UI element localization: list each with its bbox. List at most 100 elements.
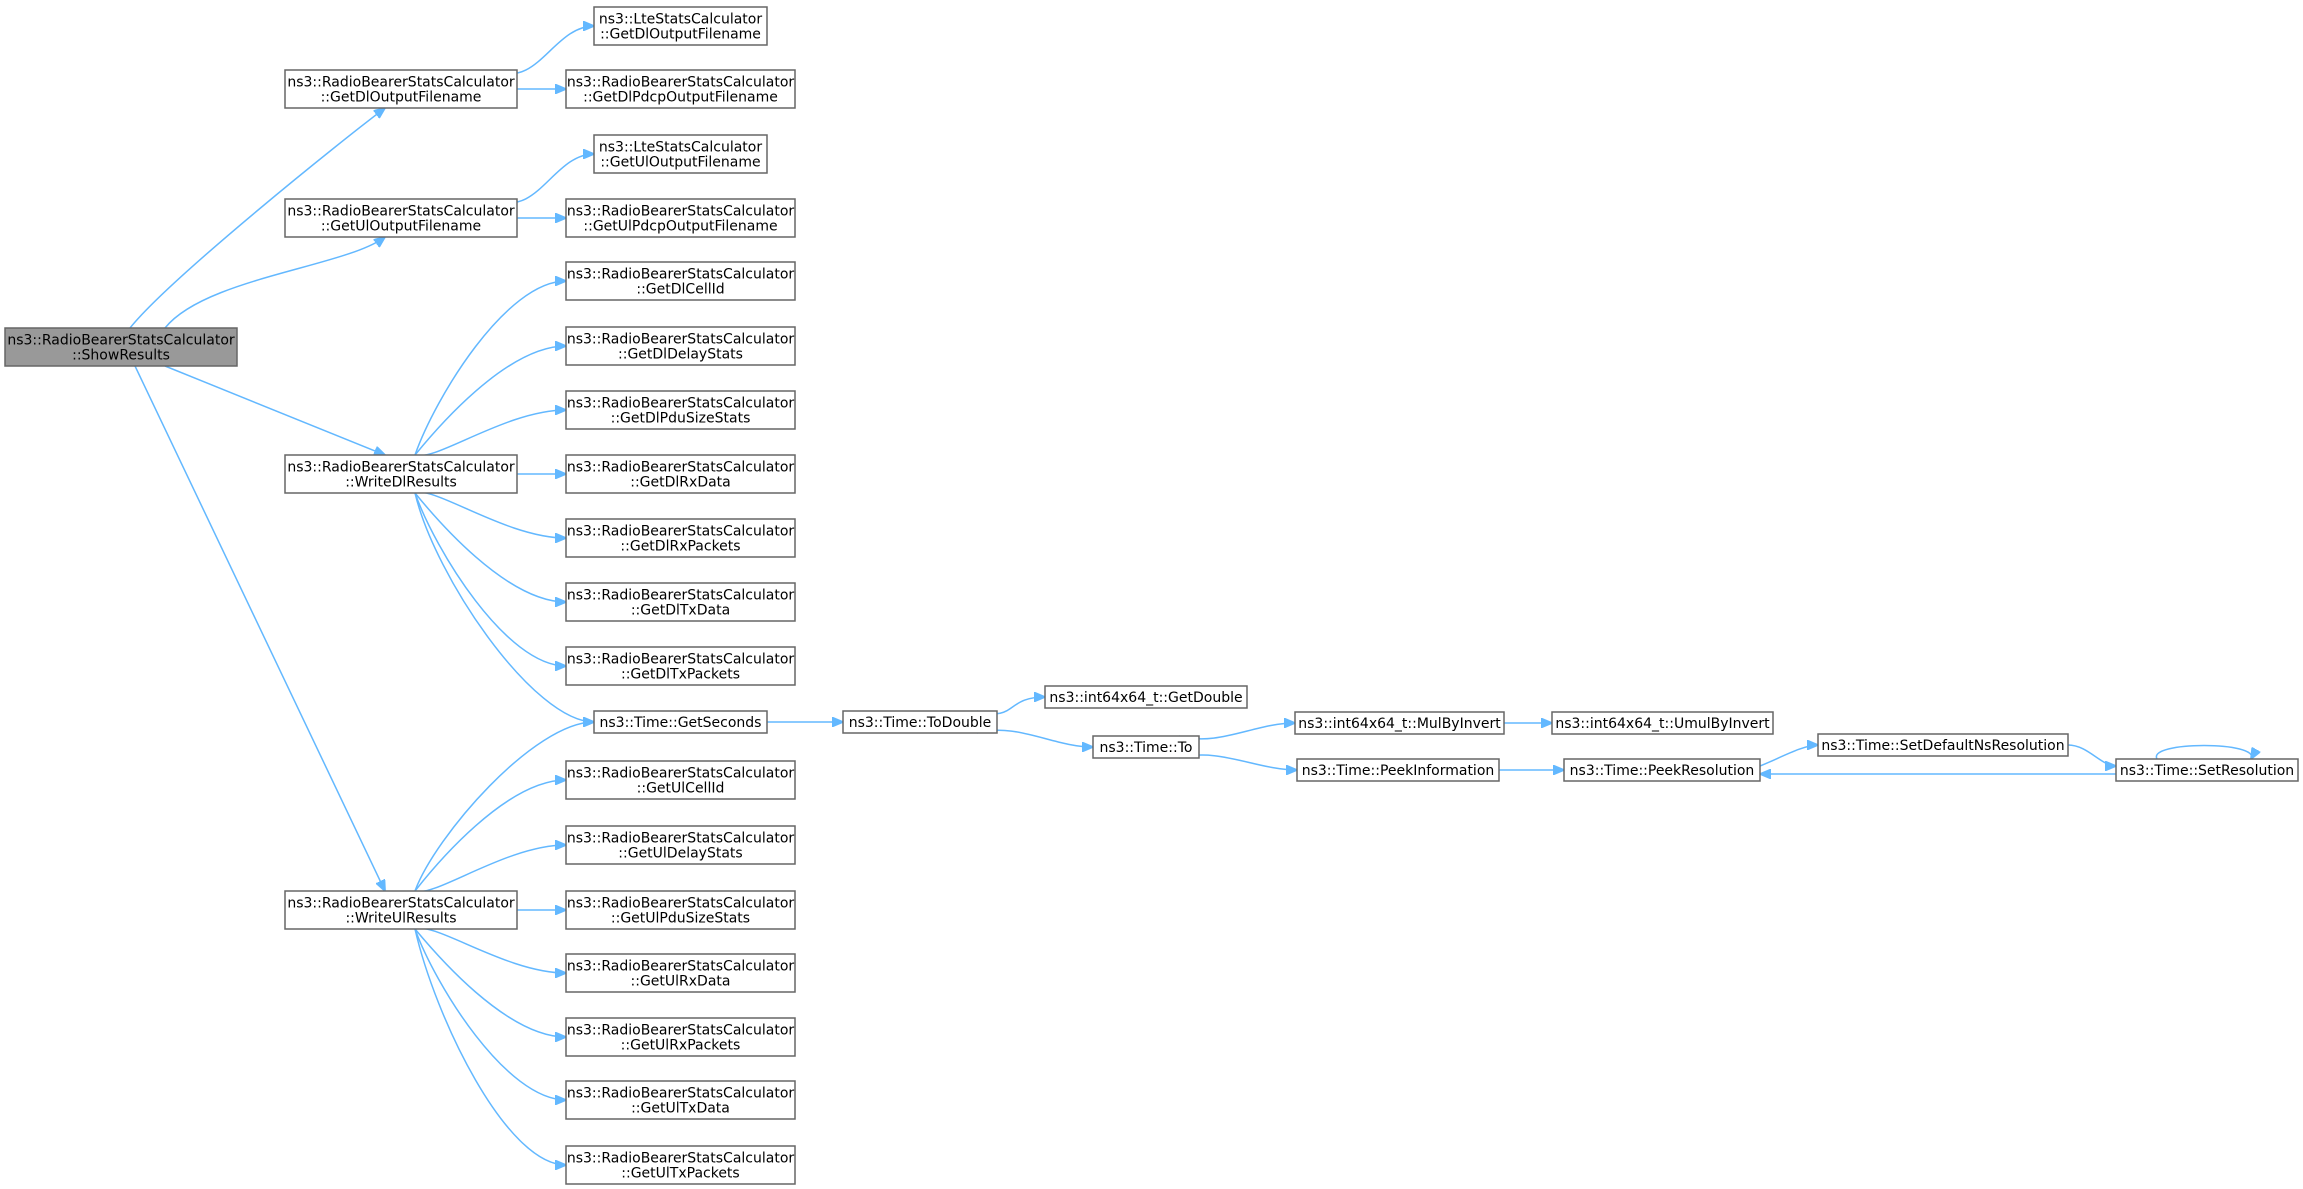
node-label: ns3::RadioBearerStatsCalculator xyxy=(567,1151,795,1167)
node-dltxpk[interactable]: ns3::RadioBearerStatsCalculator::GetDlTx… xyxy=(565,646,796,686)
node-box xyxy=(565,646,796,686)
node-box xyxy=(2115,758,2299,782)
node-getdlout[interactable]: ns3::RadioBearerStatsCalculator::GetDlOu… xyxy=(284,69,518,109)
node-box xyxy=(284,890,518,930)
node-label: ns3::RadioBearerStatsCalculator xyxy=(567,959,795,975)
edge-peekres-to-setdefres xyxy=(1759,745,1818,767)
edge-writedl-to-dldelay xyxy=(414,346,566,456)
node-label: ns3::RadioBearerStatsCalculator xyxy=(287,460,515,476)
node-label: ns3::RadioBearerStatsCalculator xyxy=(567,204,795,220)
node-dltxdata[interactable]: ns3::RadioBearerStatsCalculator::GetDlTx… xyxy=(565,582,796,622)
node-box xyxy=(1296,758,1500,782)
node-label: ::GetUlRxData xyxy=(631,974,731,990)
node-box xyxy=(284,69,518,109)
node-label: ns3::int64x64_t::UmulByInvert xyxy=(1555,716,1770,732)
node-label: ns3::Time::PeekInformation xyxy=(1302,763,1495,779)
node-getsec[interactable]: ns3::Time::GetSeconds xyxy=(593,710,768,734)
node-label: ::ShowResults xyxy=(72,348,170,364)
node-label: ::GetDlPdcpOutputFilename xyxy=(583,90,778,106)
edge-writedl-to-getsec xyxy=(414,492,594,722)
node-box xyxy=(1563,758,1761,782)
node-label: ns3::RadioBearerStatsCalculator xyxy=(567,267,795,283)
node-label: ns3::LteStatsCalculator xyxy=(599,140,762,156)
node-label: ns3::RadioBearerStatsCalculator xyxy=(567,896,795,912)
node-peekres[interactable]: ns3::Time::PeekResolution xyxy=(1563,758,1761,782)
node-dlpdu[interactable]: ns3::RadioBearerStatsCalculator::GetDlPd… xyxy=(565,390,796,430)
edge-setres-to-setres xyxy=(2156,744,2251,760)
nodes-layer: ns3::RadioBearerStatsCalculator::ShowRes… xyxy=(4,6,2299,1185)
node-box xyxy=(593,710,768,734)
edge-writedl-to-dlrxpk xyxy=(414,491,566,538)
node-getdouble[interactable]: ns3::int64x64_t::GetDouble xyxy=(1044,685,1248,709)
node-label: ns3::RadioBearerStatsCalculator xyxy=(567,766,795,782)
node-dlcell[interactable]: ns3::RadioBearerStatsCalculator::GetDlCe… xyxy=(565,261,796,301)
node-ulrxdata[interactable]: ns3::RadioBearerStatsCalculator::GetUlRx… xyxy=(565,953,796,993)
node-box xyxy=(284,454,518,494)
node-label: ::GetDlDelayStats xyxy=(618,347,743,363)
node-ulpdcp[interactable]: ns3::RadioBearerStatsCalculator::GetUlPd… xyxy=(565,198,796,238)
node-label: ns3::RadioBearerStatsCalculator xyxy=(567,831,795,847)
node-peekinfo[interactable]: ns3::Time::PeekInformation xyxy=(1296,758,1500,782)
node-writedl[interactable]: ns3::RadioBearerStatsCalculator::WriteDl… xyxy=(284,454,518,494)
node-box xyxy=(565,825,796,865)
node-box xyxy=(565,1080,796,1120)
node-ultxpk[interactable]: ns3::RadioBearerStatsCalculator::GetUlTx… xyxy=(565,1145,796,1185)
node-box xyxy=(1044,685,1248,709)
node-label: ns3::RadioBearerStatsCalculator xyxy=(567,588,795,604)
edge-writeul-to-ulcell xyxy=(414,780,566,892)
node-box xyxy=(284,198,518,238)
node-label: ::GetUlOutputFilename xyxy=(600,155,760,171)
node-setdefres[interactable]: ns3::Time::SetDefaultNsResolution xyxy=(1817,733,2069,757)
node-todouble[interactable]: ns3::Time::ToDouble xyxy=(842,710,998,734)
node-lte_ul[interactable]: ns3::LteStatsCalculator::GetUlOutputFile… xyxy=(593,134,768,174)
node-root[interactable]: ns3::RadioBearerStatsCalculator::ShowRes… xyxy=(4,327,238,367)
node-label: ns3::RadioBearerStatsCalculator xyxy=(7,333,235,349)
node-label: ns3::Time::SetResolution xyxy=(2120,763,2294,779)
node-dldelay[interactable]: ns3::RadioBearerStatsCalculator::GetDlDe… xyxy=(565,326,796,366)
node-label: ::GetDlTxData xyxy=(631,603,730,619)
node-box xyxy=(565,953,796,993)
node-box xyxy=(565,198,796,238)
edge-writeul-to-ultxpk xyxy=(414,928,566,1165)
node-getulout[interactable]: ns3::RadioBearerStatsCalculator::GetUlOu… xyxy=(284,198,518,238)
edge-writedl-to-dlpdu xyxy=(414,410,566,457)
node-label: ::GetDlOutputFilename xyxy=(321,90,482,106)
node-box xyxy=(565,454,796,494)
node-ulrxpk[interactable]: ns3::RadioBearerStatsCalculator::GetUlRx… xyxy=(565,1017,796,1057)
node-box xyxy=(565,326,796,366)
node-box xyxy=(565,890,796,930)
node-lte_dl[interactable]: ns3::LteStatsCalculator::GetDlOutputFile… xyxy=(593,6,768,46)
edge-writedl-to-dltxpk xyxy=(414,492,566,666)
node-dlpdcp[interactable]: ns3::RadioBearerStatsCalculator::GetDlPd… xyxy=(565,69,796,109)
node-dlrxpk[interactable]: ns3::RadioBearerStatsCalculator::GetDlRx… xyxy=(565,518,796,558)
node-ulcell[interactable]: ns3::RadioBearerStatsCalculator::GetUlCe… xyxy=(565,760,796,800)
node-box xyxy=(565,1017,796,1057)
node-box xyxy=(565,582,796,622)
node-dlrxdata[interactable]: ns3::RadioBearerStatsCalculator::GetDlRx… xyxy=(565,454,796,494)
node-label: ::GetUlDelayStats xyxy=(618,846,742,862)
node-label: ns3::RadioBearerStatsCalculator xyxy=(567,1023,795,1039)
node-to[interactable]: ns3::Time::To xyxy=(1092,735,1200,759)
node-label: ::GetDlOutputFilename xyxy=(600,27,761,43)
edge-writedl-to-dltxdata xyxy=(414,492,566,602)
edge-root-to-writedl xyxy=(164,365,385,455)
node-label: ns3::Time::SetDefaultNsResolution xyxy=(1821,738,2064,754)
node-ultxdata[interactable]: ns3::RadioBearerStatsCalculator::GetUlTx… xyxy=(565,1080,796,1120)
node-label: ::GetUlPduSizeStats xyxy=(611,911,750,927)
node-ulpdu[interactable]: ns3::RadioBearerStatsCalculator::GetUlPd… xyxy=(565,890,796,930)
edge-getdlout-to-lte_dl xyxy=(496,26,594,75)
node-umulbyinv[interactable]: ns3::int64x64_t::UmulByInvert xyxy=(1551,711,1774,735)
node-label: ::GetDlRxData xyxy=(630,475,731,491)
node-box xyxy=(4,327,238,367)
edge-writeul-to-ulrxdata xyxy=(414,927,566,973)
node-writeul[interactable]: ns3::RadioBearerStatsCalculator::WriteUl… xyxy=(284,890,518,930)
node-label: ns3::int64x64_t::GetDouble xyxy=(1049,690,1242,706)
edge-root-to-writeul xyxy=(134,365,385,891)
node-label: ::GetUlTxPackets xyxy=(621,1166,739,1182)
node-label: ns3::Time::GetSeconds xyxy=(600,715,762,731)
node-mulbyinv[interactable]: ns3::int64x64_t::MulByInvert xyxy=(1294,711,1505,735)
node-uldelay[interactable]: ns3::RadioBearerStatsCalculator::GetUlDe… xyxy=(565,825,796,865)
node-label: ns3::RadioBearerStatsCalculator xyxy=(567,1086,795,1102)
node-box xyxy=(565,1145,796,1185)
node-setres[interactable]: ns3::Time::SetResolution xyxy=(2115,758,2299,782)
